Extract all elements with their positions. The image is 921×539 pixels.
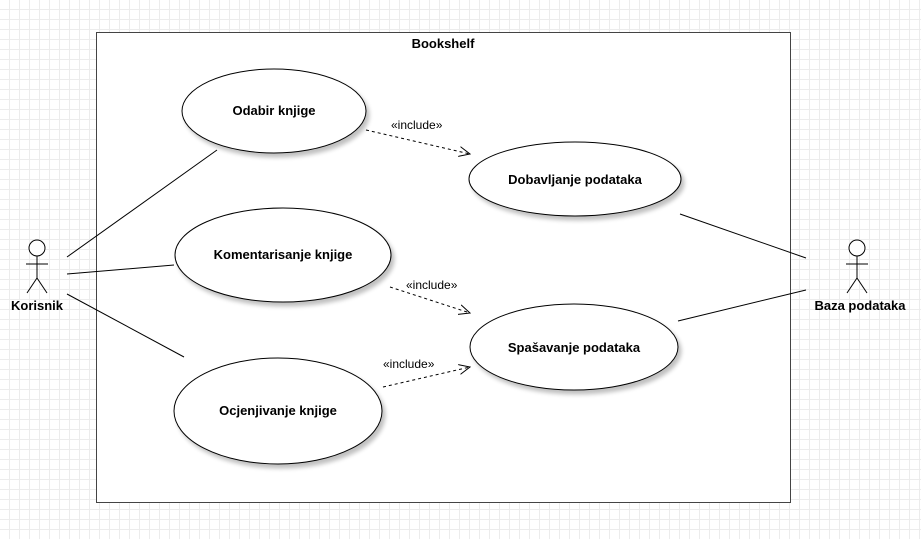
use-case-rate-book[interactable]: Ocjenjivanje knjige (173, 357, 383, 465)
associations (66, 149, 807, 358)
use-case-select-book[interactable]: Odabir knjige (181, 68, 367, 154)
include-arrow-save-rate[interactable] (382, 367, 470, 388)
stick-figure-icon (846, 239, 868, 294)
use-case-label: Odabir knjige (232, 103, 315, 118)
actor-label: Korisnik (11, 298, 64, 313)
stick-figure-icon (26, 239, 48, 294)
use-case-label: Spašavanje podataka (508, 340, 641, 355)
actor-label: Baza podataka (814, 298, 906, 313)
association-comment-book[interactable] (66, 264, 175, 275)
include-dependencies: «include» «include» «include» (365, 118, 470, 388)
system-title: Bookshelf (412, 36, 476, 51)
association-save-data[interactable] (677, 289, 807, 322)
use-case-label: Dobavljanje podataka (508, 172, 642, 187)
use-case-save-data[interactable]: Spašavanje podataka (469, 303, 679, 391)
actor-database[interactable]: Baza podataka (814, 239, 906, 313)
use-case-label: Komentarisanje knjige (214, 247, 353, 262)
include-arrow-save-comment[interactable] (389, 286, 470, 313)
use-case-fetch-data[interactable]: Dobavljanje podataka (468, 141, 682, 217)
actor-user[interactable]: Korisnik (11, 239, 64, 313)
association-rate-book[interactable] (66, 293, 185, 358)
include-label-save-rate: «include» (383, 357, 435, 371)
association-fetch-data[interactable] (679, 213, 807, 259)
include-label-fetch: «include» (391, 118, 443, 132)
include-label-save-comment: «include» (406, 278, 458, 292)
use-case-comment-book[interactable]: Komentarisanje knjige (174, 207, 392, 303)
use-case-label: Ocjenjivanje knjige (219, 403, 337, 418)
association-select-book[interactable] (66, 149, 218, 258)
